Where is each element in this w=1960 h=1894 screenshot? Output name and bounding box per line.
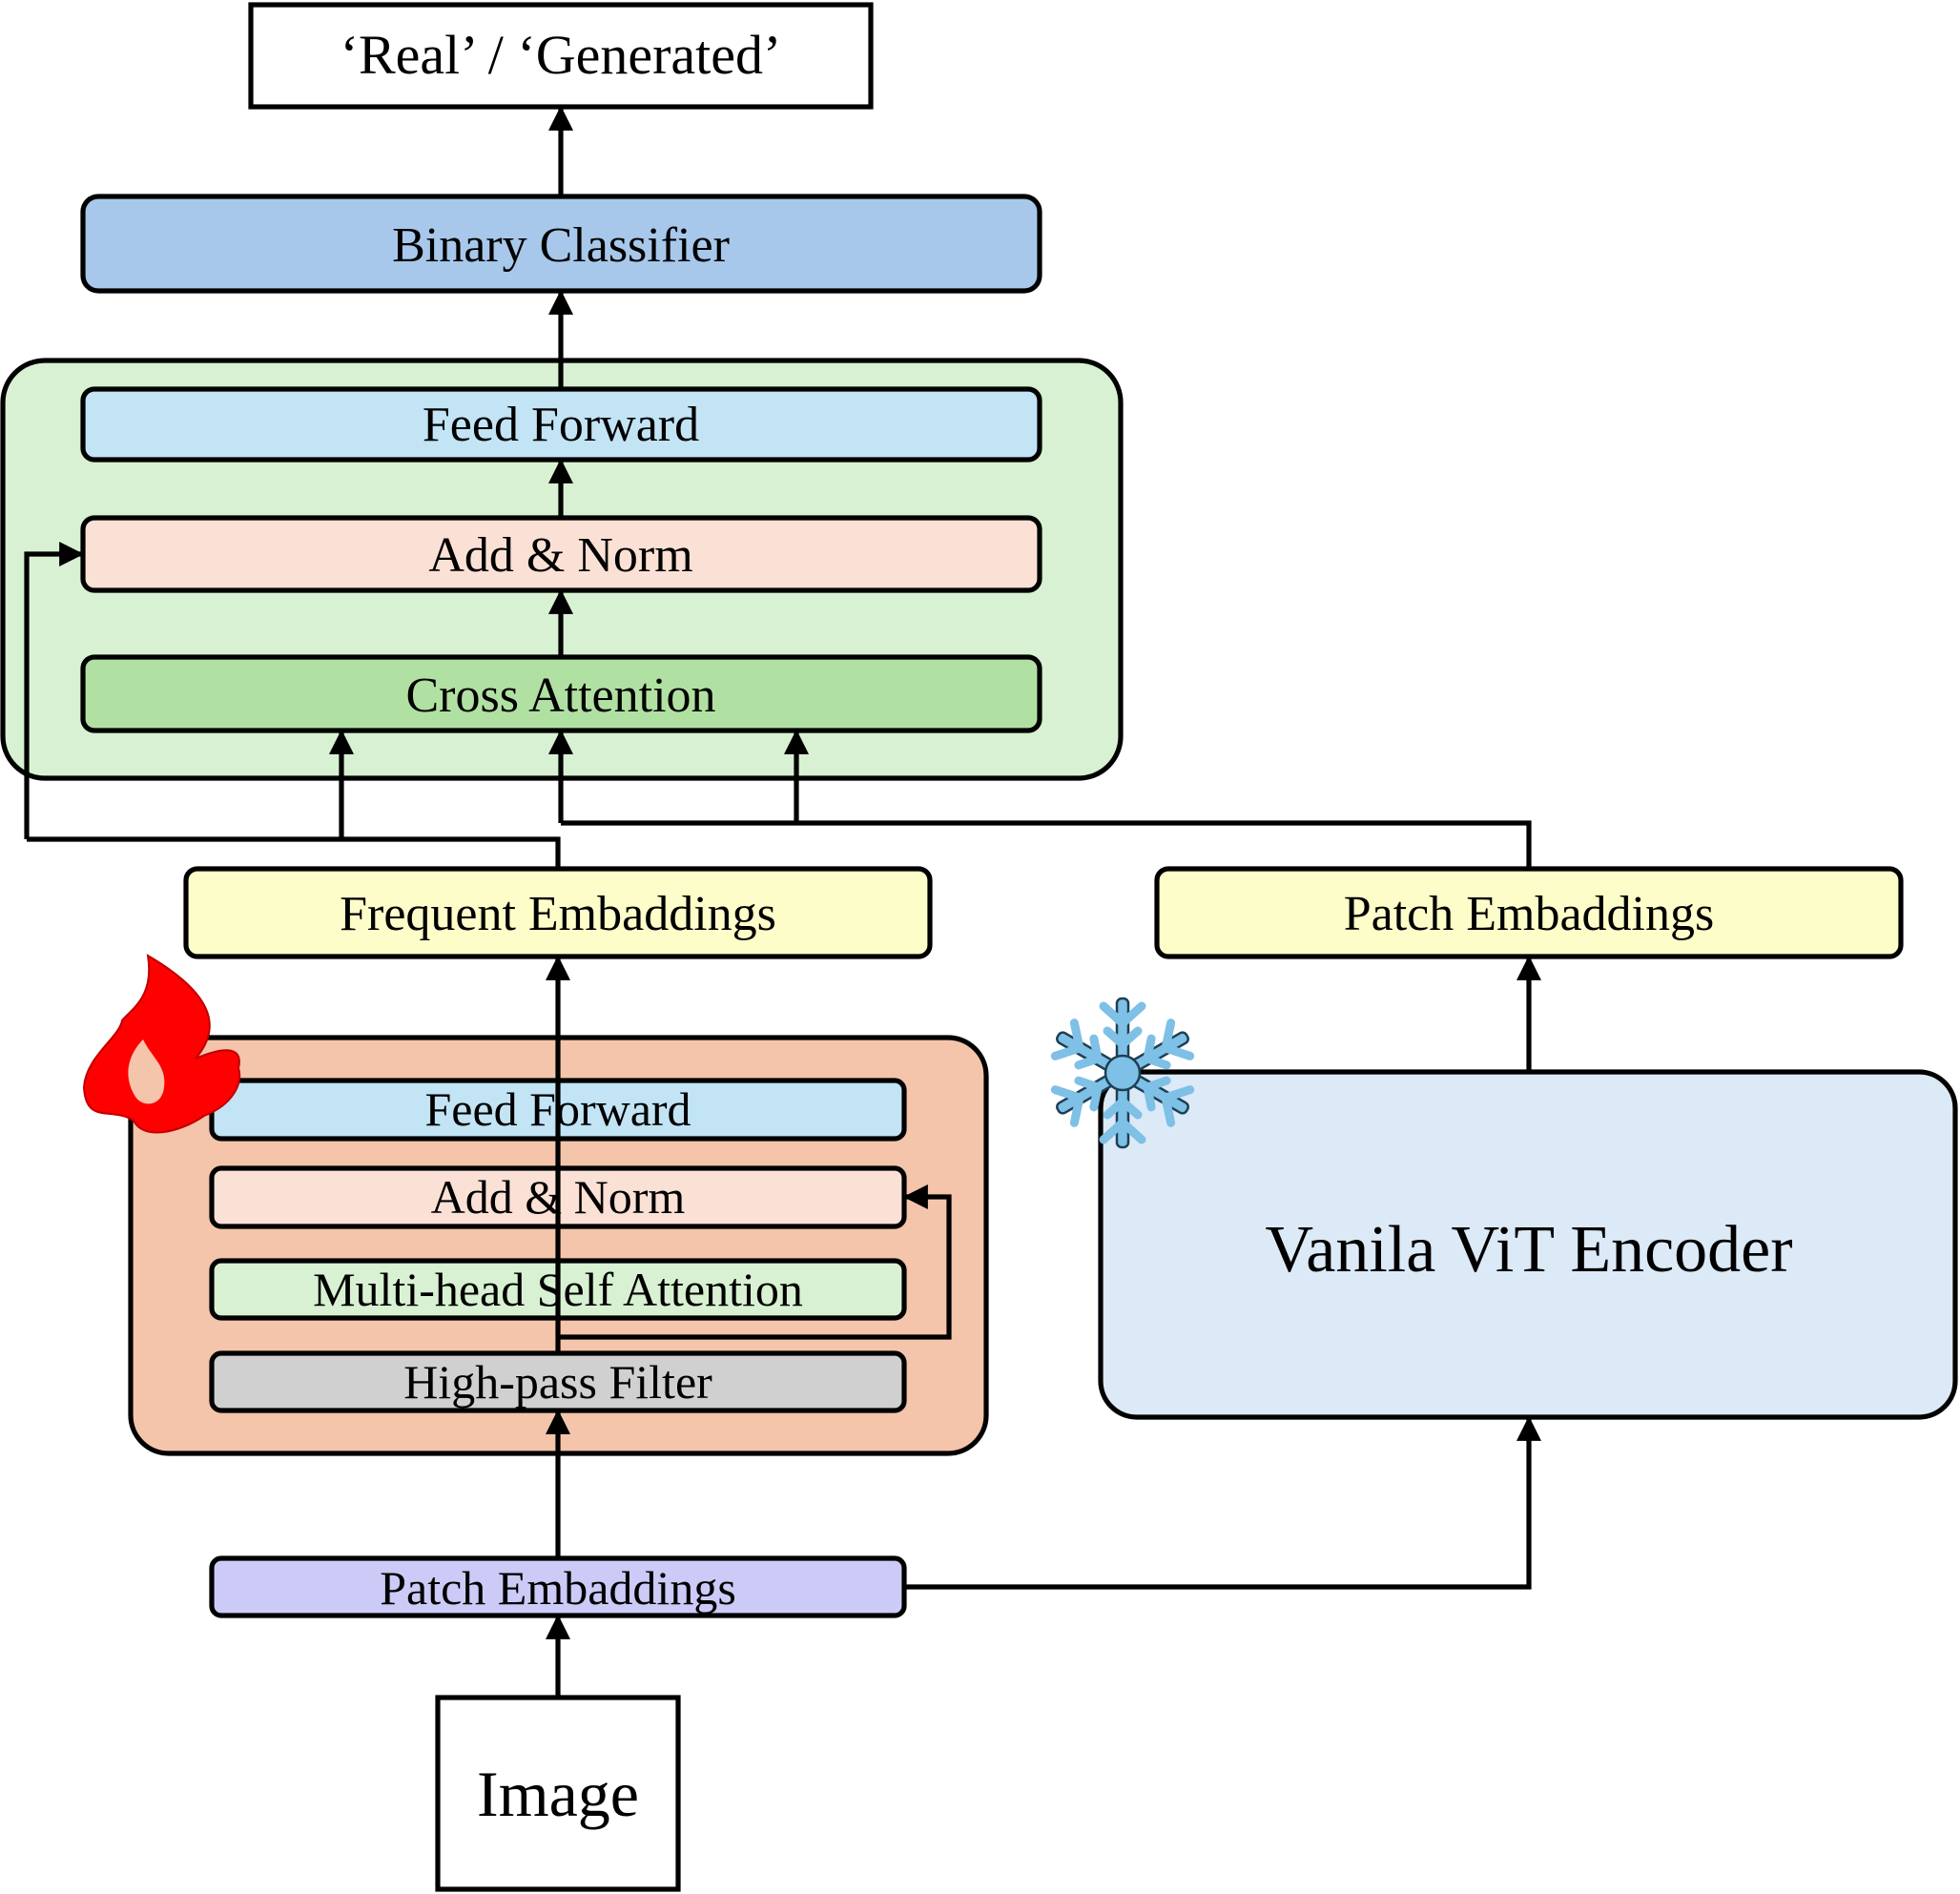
patch-embeddings-bottom-label: Patch Embaddings <box>380 1561 736 1615</box>
vit-encoder-node: Vanila ViT Encoder <box>1098 1069 1958 1420</box>
cross-attention-label: Cross Attention <box>405 669 715 723</box>
image-box <box>435 1695 681 1892</box>
arrow-residual-cross <box>24 542 85 839</box>
vit-encoder-label: Vanila ViT Encoder <box>1265 1213 1792 1287</box>
binary-classifier-node: Binary Classifier <box>80 194 1042 294</box>
snowflake-icon <box>1050 997 1195 1149</box>
line-patch-right-up <box>561 820 1532 869</box>
cross-feed-forward-label: Feed Forward <box>423 398 699 452</box>
image-node: Image <box>435 1695 681 1892</box>
binary-classifier-label: Binary Classifier <box>392 218 730 273</box>
image-label: Image <box>477 1758 639 1830</box>
patch-embeddings-right-node: Patch Embaddings <box>1154 866 1904 959</box>
output-box <box>248 2 874 110</box>
output-label: ‘Real’ / ‘Generated’ <box>340 24 782 86</box>
frequent-embeddings-label: Frequent Embaddings <box>340 887 776 941</box>
arrow-residual-trainable <box>558 1184 952 1340</box>
patch-embeddings-right-label: Patch Embaddings <box>1344 887 1715 941</box>
flame-icon <box>82 954 241 1134</box>
cross-add-norm-label: Add & Norm <box>428 528 692 583</box>
line-frequent-split <box>27 836 561 869</box>
arrow-patch-to-vit <box>904 1415 1541 1590</box>
output-node: ‘Real’ / ‘Generated’ <box>248 2 874 110</box>
high-pass-filter-label: High-pass Filter <box>403 1355 712 1409</box>
frequent-embeddings-node: Frequent Embaddings <box>183 866 933 959</box>
connectors <box>24 105 1541 1698</box>
patch-embeddings-bottom-node: Patch Embaddings <box>209 1555 907 1618</box>
cross-attention-block: Feed Forward Add & Norm Cross Attention <box>0 358 1124 781</box>
